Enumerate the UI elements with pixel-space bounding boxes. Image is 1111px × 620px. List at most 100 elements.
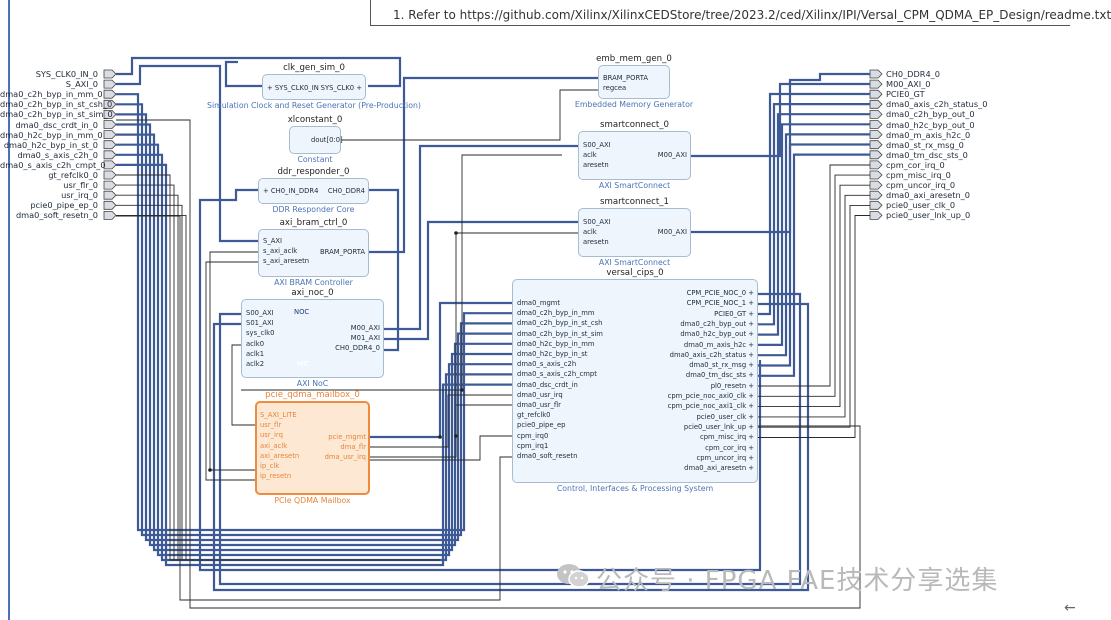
wire-cips-sig-2 [758,184,870,408]
wire-cips-sig-4 [758,204,870,428]
left-port-flag-5[interactable] [103,120,117,129]
block-versal_cips-in-0: dma0_mgmt [517,299,561,307]
block-smartconnect1[interactable] [578,208,691,257]
left-port-flag-2[interactable] [103,89,117,99]
block-emb_mem-in-1: regcea [603,84,627,92]
wire-cips-sig-3 [758,194,870,418]
wire-bram-porta [369,76,598,254]
left-port-flag-3[interactable] [103,99,117,109]
left-port-7: dma0_h2c_byp_in_st_0 [3,139,98,150]
wire-soft-resetn [116,215,512,601]
wire-left-in-9 [116,163,512,567]
block-emb_mem[interactable] [598,65,670,99]
right-port-flag-4[interactable] [869,110,883,119]
wire-axi-aclk [209,251,258,471]
left-port-2: dma0_c2h_byp_in_mm_0 [0,89,103,100]
left-port-14: dma0_soft_resetn_0 [15,210,98,221]
left-port-flag-0[interactable] [103,69,117,79]
block-versal_cips[interactable] [512,279,758,483]
right-port-flag-0[interactable] [869,69,883,79]
wire-cips-out-1 [758,102,870,326]
block-clk_gen_sim[interactable] [262,74,366,100]
left-port-flag-11[interactable] [103,180,117,190]
wire-s-axi [116,64,258,243]
block-smartconnect0[interactable] [578,131,691,180]
block-versal_cips-in-7: dma0_s_axis_c2h_cmpt [517,370,597,379]
right-port-flag-8[interactable] [869,150,883,160]
block-axi_bram_ctrl-out-0: BRAM_PORTA [320,248,365,256]
block-versal_cips-in-3: dma0_c2h_byp_in_st_sim [517,329,603,338]
right-port-1: M00_AXI_0 [886,79,931,90]
wire-cips-out-5 [758,143,870,367]
block-ddr_responder-in-0: + CH0_IN_DDR4 [263,187,319,195]
wire-cips-sig-1 [758,174,870,397]
wire-sc0-m00 [691,82,870,158]
wire-mailbox-dma-flr [370,394,512,448]
block-versal_cips-in-1: dma0_c2h_byp_in_mm [517,309,595,318]
block-versal_cips-out-15: cpm_cor_irq + [705,443,754,452]
block-mailbox-out-1: dma_flr [340,443,366,451]
block-axi_bram_ctrl[interactable] [258,229,369,277]
block-smartconnect1-out-0: M00_AXI [657,228,687,236]
left-port-flag-1[interactable] [103,79,117,89]
block-versal_cips-out-0: CPM_PCIE_NOC_0 + [686,289,754,297]
left-port-flag-4[interactable] [103,110,117,119]
right-port-flag-7[interactable] [869,140,883,150]
right-port-flag-10[interactable] [869,170,883,180]
right-port-flag-1[interactable] [869,79,883,89]
right-port-flag-2[interactable] [869,89,883,99]
readme-note: 1. Refer to https://github.com/Xilinx/Xi… [370,0,1111,26]
wire-clk-aclk0 [241,154,562,391]
block-title-mailbox: pcie_qdma_mailbox_0 [265,390,360,400]
right-port-flag-5[interactable] [869,120,883,129]
block-versal_cips-out-1: CPM_PCIE_NOC_1 + [686,299,754,308]
wire-junction-1 [460,388,464,392]
right-port-flag-6[interactable] [869,130,883,140]
block-versal_cips-out-13: pcie0_user_lnk_up + [683,422,754,431]
block-title-versal_cips: versal_cips_0 [606,268,664,278]
left-port-flag-12[interactable] [103,190,117,200]
right-port-9: cpm_cor_irq_0 [886,159,945,170]
block-smartconnect0-in-1: aclk [583,151,597,159]
wire-cips-out-2 [758,113,870,336]
wire-sys-clk [116,56,402,88]
wire-cips-noc1 [212,302,810,592]
left-port-flag-7[interactable] [103,140,117,150]
wire-cips-out-3 [758,123,870,346]
wire-noc-aclk0 [231,344,255,426]
block-title-emb_mem: emb_mem_gen_0 [596,54,672,64]
block-versal_cips-out-8: dma0_tm_dsc_sts + [685,371,754,380]
right-port-flag-9[interactable] [869,160,883,170]
block-axi_noc-out-2: CH0_DDR4_0 [335,344,380,352]
right-port-flag-14[interactable] [869,210,883,220]
left-port-flag-14[interactable] [103,210,117,220]
block-smartconnect0-in-2: aresetn [583,161,609,169]
block-axi_noc-in-3: aclk0 [246,339,265,348]
block-xlconstant[interactable] [289,126,341,154]
block-versal_cips-out-3: dma0_c2h_byp_out + [680,319,754,328]
wire-ddr-out [369,188,400,352]
left-port-flag-6[interactable] [103,130,117,140]
right-port-4: dma0_c2h_byp_out_0 [886,109,975,120]
left-port-0: SYS_CLK0_IN_0 [35,69,98,79]
block-axi_noc-out-1: M01_AXI [350,334,380,342]
block-versal_cips-out-11: cpm_pcie_noc_axi1_clk + [667,402,754,411]
right-port-flag-13[interactable] [869,200,883,210]
left-port-flag-9[interactable] [103,160,117,170]
block-versal_cips-out-17: dma0_axi_aresetn + [684,464,754,473]
right-port-3: dma0_axis_c2h_status_0 [886,99,988,110]
left-port-8: dma0_s_axis_c2h_0 [17,149,98,160]
left-port-flag-10[interactable] [103,170,117,180]
wire-cips-out-6 [758,153,870,377]
right-port-flag-12[interactable] [869,190,883,200]
block-versal_cips-in-2: dma0_c2h_byp_in_st_csh [517,319,603,328]
left-port-flag-8[interactable] [103,150,117,160]
scroll-arrow-icon[interactable]: ← [1064,600,1076,616]
block-axi_noc[interactable] [241,299,384,378]
right-port-flag-11[interactable] [869,180,883,190]
left-port-flag-13[interactable] [103,200,117,210]
block-ddr_responder[interactable] [258,178,369,204]
right-port-flag-3[interactable] [869,99,883,109]
block-mailbox[interactable] [255,401,370,495]
block-versal_cips-in-8: dma0_dsc_crdt_in [517,380,578,389]
